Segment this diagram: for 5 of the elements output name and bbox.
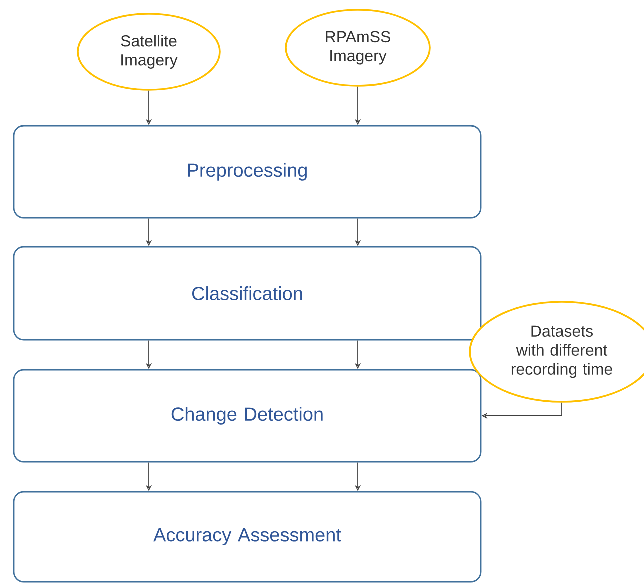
process-box: Accuracy Assessment — [13, 491, 482, 583]
node-label: Datasets with different recording time — [512, 326, 612, 378]
process-box: Change Detection — [13, 369, 482, 463]
process-box: Classification — [13, 246, 482, 341]
process-box: Preprocessing — [13, 125, 482, 219]
